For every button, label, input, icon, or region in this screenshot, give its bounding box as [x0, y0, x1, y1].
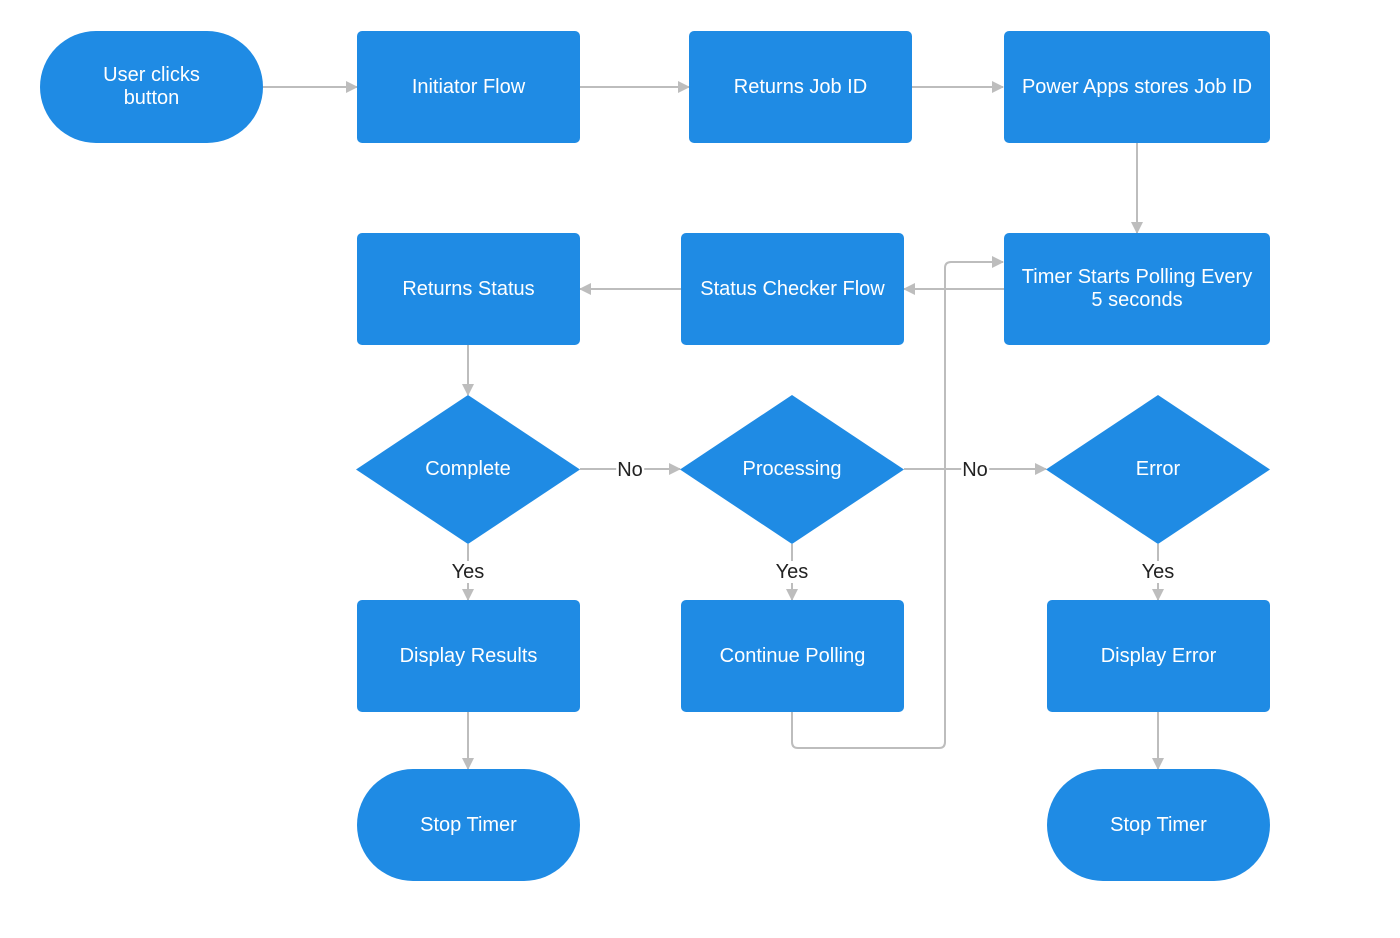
decision-complete: Complete: [356, 395, 580, 544]
node-label: Initiator Flow: [411, 75, 526, 98]
node-label: Continue Polling: [719, 644, 866, 667]
node-label: Display Error: [1100, 644, 1217, 667]
decision-error: Error: [1046, 395, 1270, 544]
process-status-checker-flow: Status Checker Flow: [681, 233, 904, 345]
process-power-apps-stores-job-id: Power Apps stores Job ID: [1004, 31, 1270, 143]
node-label: Status Checker Flow: [700, 277, 885, 300]
start-user-clicks-button: User clicks button: [40, 31, 263, 143]
diamond-shape: [1046, 395, 1270, 544]
edge-label-error-yes: Yes: [1140, 561, 1176, 583]
edge-label-complete-no: No: [616, 459, 644, 481]
decision-label: Processing: [742, 458, 842, 480]
edge-label-complete-yes: Yes: [450, 561, 486, 583]
end-stop-timer-right: Stop Timer: [1047, 769, 1270, 881]
end-stop-timer-left: Stop Timer: [357, 769, 580, 881]
connector-continue-polling-loop-to-timer: [791, 256, 1004, 749]
process-timer-starts-polling: Timer Starts Polling Every 5 seconds: [1004, 233, 1270, 345]
decision-label: Error: [1135, 458, 1181, 480]
diamond-shape: [680, 395, 904, 544]
node-label: Display Results: [399, 644, 538, 667]
node-label: User clicks button: [103, 64, 200, 109]
edge-label-processing-no: No: [961, 459, 989, 481]
edge-label-processing-yes: Yes: [774, 561, 810, 583]
node-label: Stop Timer: [420, 813, 517, 836]
process-continue-polling: Continue Polling: [681, 600, 904, 712]
process-initiator-flow: Initiator Flow: [357, 31, 580, 143]
diamond-shape: [356, 395, 580, 544]
process-returns-status: Returns Status: [357, 233, 580, 345]
node-label: Timer Starts Polling Every 5 seconds: [1021, 266, 1253, 311]
node-label: Returns Status: [402, 277, 535, 300]
process-returns-job-id: Returns Job ID: [689, 31, 912, 143]
decision-processing: Processing: [680, 395, 904, 544]
node-label: Returns Job ID: [733, 75, 868, 98]
node-label: Power Apps stores Job ID: [1021, 75, 1253, 98]
process-display-error: Display Error: [1047, 600, 1270, 712]
decision-label: Complete: [425, 458, 511, 480]
process-display-results: Display Results: [357, 600, 580, 712]
node-label: Stop Timer: [1110, 813, 1207, 836]
